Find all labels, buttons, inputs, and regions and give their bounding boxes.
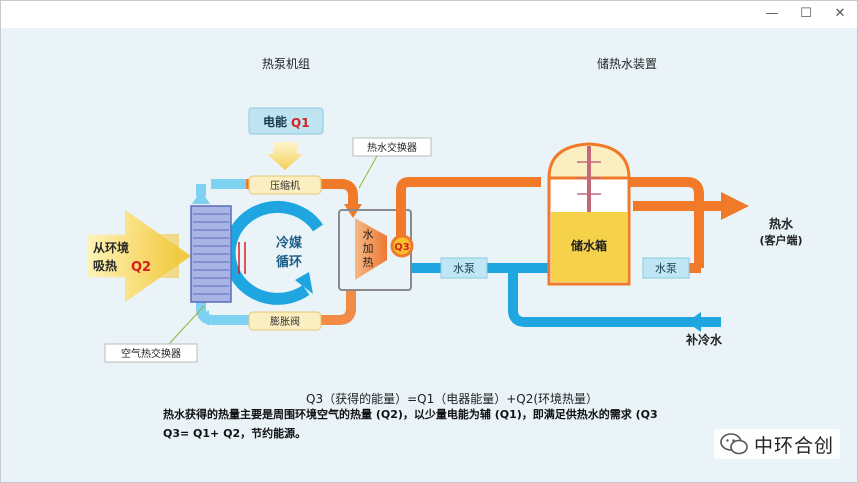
right-pump-label: 水泵 <box>655 262 677 275</box>
expansion-valve-box <box>248 311 322 331</box>
maximize-icon[interactable]: ☐ <box>800 6 812 21</box>
water-heating-text-3: 热 <box>363 256 374 269</box>
hot-water-out-pipe-right <box>621 177 704 268</box>
q1-label: Q1 <box>291 116 310 130</box>
absorb-heat-line1: 从环境 <box>93 240 129 255</box>
refrigerant-return-pipe <box>321 290 356 325</box>
water-heating-text-2: 加 <box>363 242 374 255</box>
storage-tank-label: 储水箱 <box>571 238 607 253</box>
refrigerant-up-arrowhead <box>192 190 210 204</box>
air-exchanger-fins <box>193 213 229 295</box>
hot-water-supply-pipe <box>396 177 541 246</box>
compressor-label: 压缩机 <box>270 179 300 192</box>
diagram-canvas: 热泵机组 储热水装置 电能 Q1 热水交换器 压缩机 <box>1 28 857 482</box>
expansion-valve-label: 膨胀阀 <box>270 315 300 328</box>
title-storage-device: 储热水装置 <box>597 56 657 71</box>
caption-line1: 热水获得的热量主要是周围环境空气的热量 (Q2)，以少量电能为辅 (Q1)，即满… <box>163 408 658 421</box>
water-heating-arrow <box>355 218 387 280</box>
refrigerant-label-line2: 循环 <box>276 254 302 270</box>
refrigerant-left-arrowhead <box>199 310 209 326</box>
hot-water-label-line1: 热水 <box>769 216 794 231</box>
caption-line2: Q3= Q1+ Q2，节约能源。 <box>163 427 307 440</box>
refrigerant-hot-pipe <box>211 179 358 206</box>
hot-water-label-line2: (客户端) <box>759 233 802 247</box>
hot-water-exchanger-label: 热水交换器 <box>367 141 417 154</box>
hot-water-out-arrowhead <box>721 192 749 220</box>
brand-name: 中环合创 <box>754 434 835 457</box>
caption: 热水获得的热量主要是周围环境空气的热量 (Q2)，以少量电能为辅 (Q1)，即满… <box>163 405 723 443</box>
close-icon[interactable]: ✕ <box>834 6 846 21</box>
energy-down-arrow <box>267 142 303 170</box>
right-water-pump <box>642 257 690 279</box>
q3-label: Q3 <box>394 242 410 253</box>
hot-water-exchanger-box <box>352 137 432 157</box>
environment-heat-arrow-body <box>87 234 179 278</box>
air-exchanger-box <box>104 343 198 363</box>
minimize-icon[interactable]: — <box>765 6 779 21</box>
absorb-heat-line2: 吸热 <box>93 258 117 273</box>
heat-pump-diagram: 热泵机组 储热水装置 电能 Q1 热水交换器 压缩机 <box>87 56 803 363</box>
left-pump-label: 水泵 <box>453 262 475 275</box>
q3-marker <box>390 234 414 258</box>
water-heating-text-1: 水 <box>363 228 374 241</box>
makeup-cold-water-pipe <box>508 268 721 327</box>
cold-water-in-arrowhead <box>687 312 701 332</box>
wechat-icon <box>720 433 748 455</box>
brand-watermark: 中环合创 <box>714 429 841 459</box>
refrigerant-label-line1: 冷媒 <box>276 235 303 251</box>
cold-water-label: 补冷水 <box>685 332 723 347</box>
storage-tank-water <box>551 212 627 282</box>
electric-energy-box <box>248 107 324 135</box>
compressor-box <box>248 175 322 195</box>
q2-label: Q2 <box>131 260 151 275</box>
title-heat-pump-unit: 热泵机组 <box>262 57 310 71</box>
air-exchanger-leader <box>168 305 205 345</box>
air-exchanger-label: 空气热交换器 <box>121 347 181 360</box>
left-water-pump <box>440 257 488 279</box>
energy-formula: Q3（获得的能量）=Q1（电器能量）+Q2(环境热量） <box>306 392 599 406</box>
refrigerant-cycle-arrowhead <box>295 272 313 294</box>
electric-energy-label: 电能 <box>263 114 287 129</box>
title-bar: — ☐ ✕ <box>1 1 857 28</box>
hot-water-exchanger-leader <box>358 155 378 189</box>
